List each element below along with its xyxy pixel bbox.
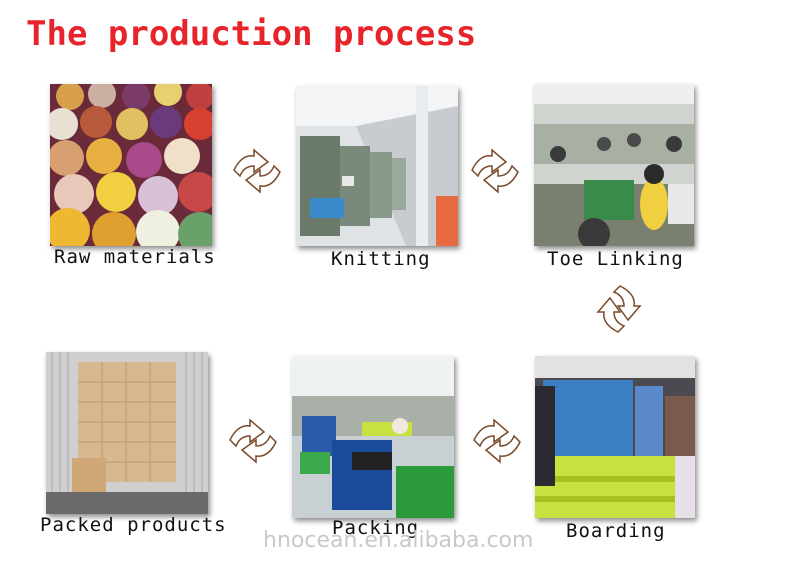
arrow-boarding-to-packing — [468, 418, 526, 464]
step-label-knitting: Knitting — [331, 248, 431, 270]
step-label-toe-linking: Toe Linking — [547, 248, 684, 270]
step-label-raw-materials: Raw materials — [54, 246, 216, 268]
arrow-toe-linking-to-boarding — [596, 280, 642, 338]
packing-photo — [292, 356, 454, 518]
page-title: The production process — [26, 14, 477, 54]
toe-linking-photo — [534, 84, 694, 246]
watermark: hnocean.en.alibaba.com — [263, 528, 534, 553]
packed-products-photo — [46, 352, 208, 514]
arrow-raw-to-knitting — [228, 148, 286, 194]
arrow-knitting-to-toe-linking — [466, 148, 524, 194]
raw-materials-photo — [50, 84, 212, 246]
arrow-packing-to-packed-products — [224, 418, 282, 464]
step-label-packed-products: Packed products — [40, 514, 227, 536]
step-label-boarding: Boarding — [566, 520, 666, 542]
knitting-photo — [296, 86, 458, 246]
step-label-packing: Packing — [332, 517, 420, 539]
boarding-photo — [535, 356, 695, 518]
